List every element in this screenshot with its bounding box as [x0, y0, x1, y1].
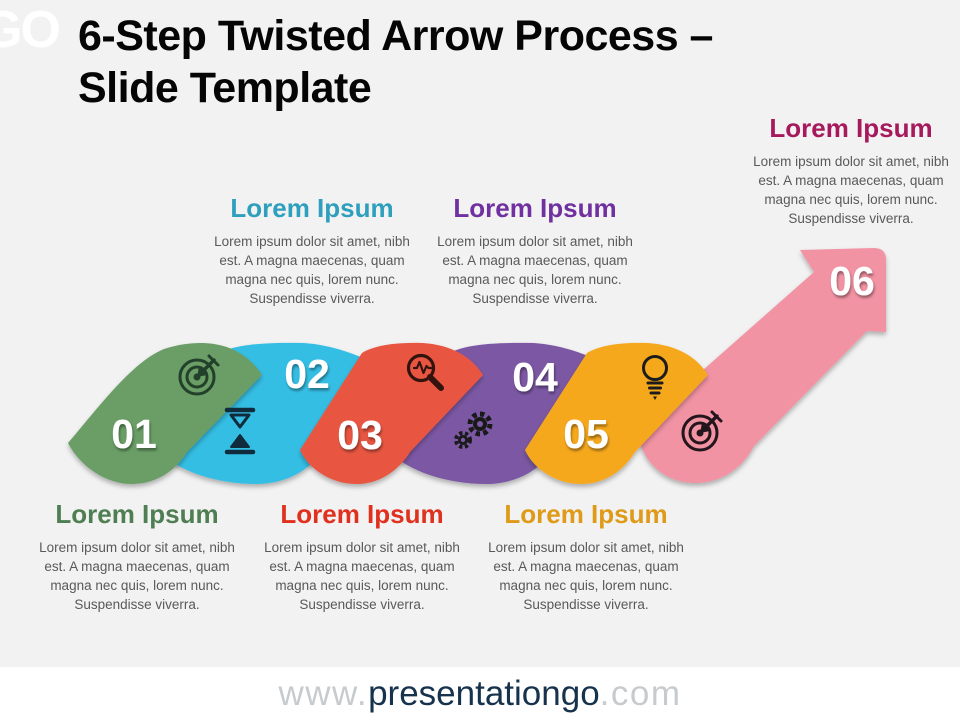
step-04-number: 04	[512, 354, 558, 400]
caption-body: Lorem ipsum dolor sit amet, nibh est. A …	[214, 233, 410, 307]
footer-sitename: presentationgo	[368, 673, 600, 713]
caption-step-04: Lorem Ipsum Lorem ipsum dolor sit amet, …	[425, 194, 645, 308]
slide-title-line2: Slide Template	[78, 64, 372, 113]
step-03-number: 03	[337, 412, 383, 458]
slide-title-line1: 6-Step Twisted Arrow Process –	[78, 12, 713, 60]
step-05-number: 05	[563, 411, 609, 457]
slide-title: 6-Step Twisted Arrow Process – Slide Tem…	[78, 10, 878, 115]
lightbulb-icon	[642, 355, 668, 400]
presentationgo-logo: GO	[0, 1, 61, 59]
step-03-shape	[300, 342, 483, 485]
caption-step-01: Lorem Ipsum Lorem ipsum dolor sit amet, …	[27, 500, 247, 614]
magnifier-pulse-icon	[406, 353, 444, 391]
caption-step-03: Lorem Ipsum Lorem ipsum dolor sit amet, …	[252, 500, 472, 614]
hourglass-icon	[224, 407, 256, 455]
footer-www: www.	[278, 673, 369, 713]
caption-heading: Lorem Ipsum	[769, 113, 933, 143]
caption-heading: Lorem Ipsum	[55, 499, 219, 529]
footer-com: .com	[599, 673, 682, 713]
target-arrow-icon	[681, 410, 723, 452]
caption-body: Lorem ipsum dolor sit amet, nibh est. A …	[753, 153, 949, 227]
caption-heading: Lorem Ipsum	[453, 193, 617, 223]
caption-heading: Lorem Ipsum	[504, 499, 668, 529]
caption-heading: Lorem Ipsum	[230, 193, 394, 223]
footer: www.presentationgo.com	[0, 667, 960, 720]
caption-body: Lorem ipsum dolor sit amet, nibh est. A …	[488, 539, 684, 613]
caption-body: Lorem ipsum dolor sit amet, nibh est. A …	[437, 233, 633, 307]
caption-step-02: Lorem Ipsum Lorem ipsum dolor sit amet, …	[202, 194, 422, 308]
step-02-number: 02	[284, 351, 330, 397]
caption-body: Lorem ipsum dolor sit amet, nibh est. A …	[264, 539, 460, 613]
caption-step-06: Lorem Ipsum Lorem ipsum dolor sit amet, …	[741, 114, 960, 228]
gears-icon	[454, 411, 493, 449]
step-01-number: 01	[111, 411, 157, 457]
caption-body: Lorem ipsum dolor sit amet, nibh est. A …	[39, 539, 235, 613]
caption-heading: Lorem Ipsum	[280, 499, 444, 529]
caption-step-05: Lorem Ipsum Lorem ipsum dolor sit amet, …	[476, 500, 696, 614]
step-06-number: 06	[829, 258, 875, 304]
target-arrow-icon	[178, 354, 220, 396]
